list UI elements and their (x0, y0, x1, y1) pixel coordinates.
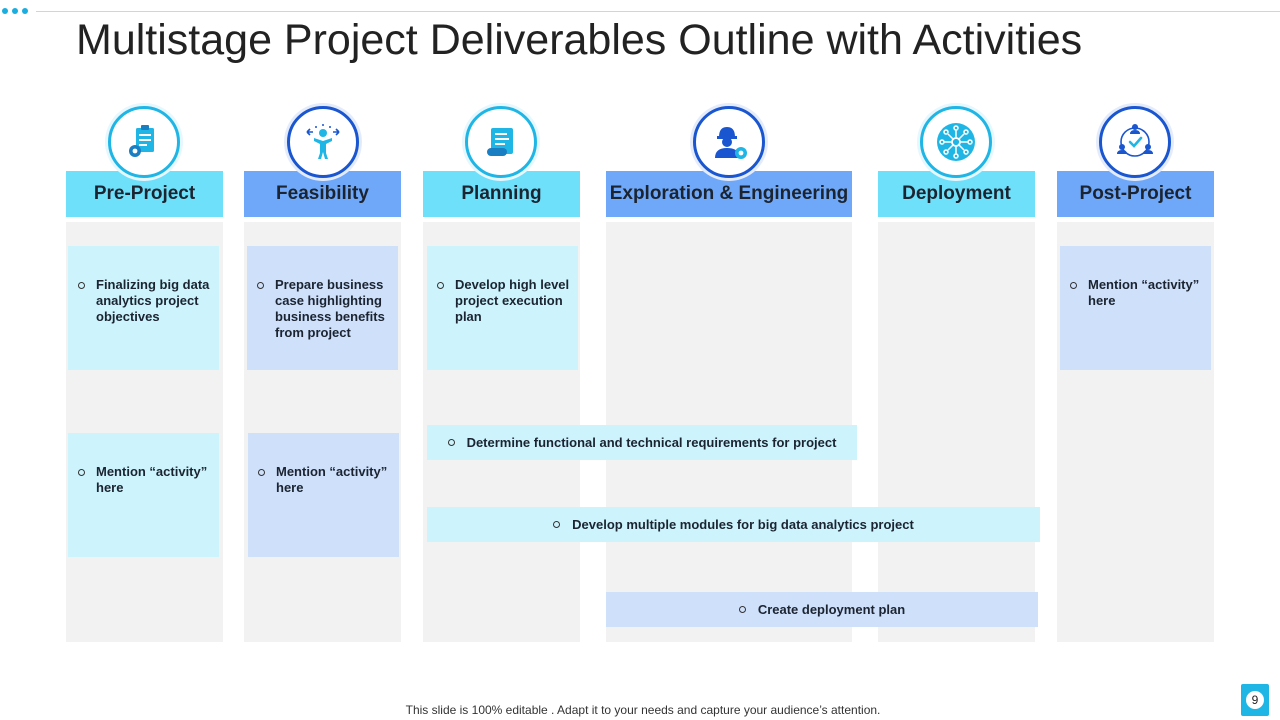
activity-card-pre-project-2: Mention “activity” here (68, 433, 219, 557)
stage-header-deployment: Deployment (878, 171, 1035, 217)
network-hub-icon (920, 106, 992, 178)
activity-card-planning-1: Develop high level project execution pla… (427, 246, 578, 370)
team-check-icon (1099, 106, 1171, 178)
activity-bar-deployment-plan: Create deployment plan (606, 592, 1038, 627)
stage-header-exploration-engineering: Exploration & Engineering (606, 171, 852, 217)
page-number-badge: 9 (1241, 684, 1269, 716)
activity-card-feasibility-2: Mention “activity” here (248, 433, 399, 557)
engineer-gear-icon (693, 106, 765, 178)
activity-card-pre-project-1: Finalizing big data analytics project ob… (68, 246, 219, 370)
activity-bar-modules-text: Develop multiple modules for big data an… (572, 517, 914, 532)
person-arrows-icon (287, 106, 359, 178)
stage-header-feasibility: Feasibility (244, 171, 401, 217)
activity-bar-deployment-plan-text: Create deployment plan (757, 602, 906, 617)
clipboard-gear-icon (108, 106, 180, 178)
stage-header-post-project: Post-Project (1057, 171, 1214, 217)
top-divider (36, 11, 1280, 12)
slide-title: Multistage Project Deliverables Outline … (76, 16, 1083, 64)
activity-card-feasibility-1: Prepare business case highlighting busin… (247, 246, 398, 370)
column-deployment (878, 222, 1035, 642)
stage-header-planning: Planning (423, 171, 580, 217)
page-number: 9 (1246, 691, 1264, 709)
activity-bar-requirements-text: Determine functional and technical requi… (466, 435, 837, 450)
activity-bar-modules: Develop multiple modules for big data an… (427, 507, 1040, 542)
slide-footer: This slide is 100% editable . Adapt it t… (405, 703, 881, 717)
activity-bar-requirements: Determine functional and technical requi… (427, 425, 857, 460)
decorative-dots (2, 8, 28, 14)
scroll-document-icon (465, 106, 537, 178)
activity-card-post-project-1: Mention “activity” here (1060, 246, 1211, 370)
stage-header-pre-project: Pre-Project (66, 171, 223, 217)
